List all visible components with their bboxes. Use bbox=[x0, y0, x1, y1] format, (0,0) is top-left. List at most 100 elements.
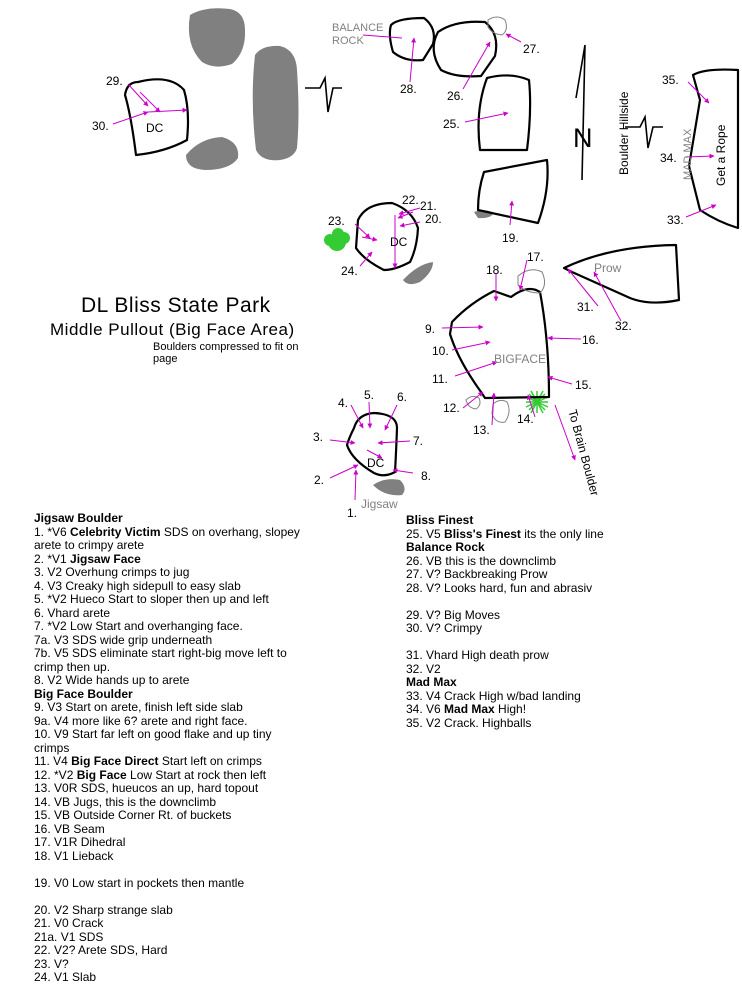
list-item: 24. V1 Slab bbox=[34, 970, 97, 984]
list-spacer bbox=[406, 595, 604, 609]
boulder-label-hillside: Boulder Hillside bbox=[617, 91, 631, 175]
boulder-balance-rock-right bbox=[432, 20, 498, 78]
route-number-29: 29. bbox=[106, 74, 123, 88]
list-spacer bbox=[34, 890, 300, 904]
list-item: 6. Vhard arete bbox=[34, 605, 111, 620]
north-label: N bbox=[573, 123, 593, 153]
route-number-31: 31. bbox=[577, 300, 594, 314]
route-number-21: 21. bbox=[420, 199, 437, 213]
list-item: 21. V0 Crack bbox=[34, 916, 104, 930]
boulder-header: Big Face Boulder bbox=[34, 686, 133, 701]
boulder-label-balance-rock: BALANCE ROCK bbox=[332, 22, 384, 47]
boulder-dc-left bbox=[123, 78, 190, 157]
route-number-17: 17. bbox=[527, 250, 544, 264]
small-rock-12 bbox=[465, 395, 481, 410]
list-item: 32. V2 bbox=[406, 661, 441, 676]
route-number-34: 34. bbox=[660, 151, 677, 165]
gray-rock bbox=[252, 45, 299, 161]
route-number-14: 14. bbox=[517, 412, 534, 426]
list-item: 21a. V1 SDS bbox=[34, 929, 104, 944]
route-number-18: 18. bbox=[486, 263, 503, 277]
break-line-icon bbox=[305, 75, 342, 113]
list-item: 15. VB Outside Corner Rt. of buckets bbox=[34, 808, 232, 822]
list-item: 13. V0R SDS, hueucos an up, hard topout bbox=[34, 781, 259, 795]
small-rock-27 bbox=[487, 16, 507, 36]
list-item: 28. V? Looks hard, fun and abrasiv bbox=[406, 580, 593, 595]
callout-lines bbox=[362, 34, 403, 39]
route-number-16: 16. bbox=[582, 333, 599, 347]
route-number-35: 35. bbox=[662, 73, 679, 87]
list-item: 11. V4 Big Face Direct Start left on cri… bbox=[34, 754, 262, 768]
list-item: 9. V3 Start on arete, finish left side s… bbox=[34, 700, 243, 714]
boulder-header: Jigsaw Boulder bbox=[34, 511, 123, 525]
list-item: 10. V9 Start far left on good flake and … bbox=[34, 727, 272, 741]
route-number-19: 19. bbox=[502, 231, 519, 245]
list-item: 35. V2 Crack. Highballs bbox=[406, 715, 532, 730]
route-number-28: 28. bbox=[400, 82, 417, 96]
list-item: 16. VB Seam bbox=[34, 821, 105, 836]
route-number-22: 22. bbox=[402, 193, 419, 207]
starburst-bush-icon bbox=[525, 390, 549, 414]
gray-rock bbox=[373, 479, 405, 496]
route-number-1: 1. bbox=[347, 506, 358, 520]
route-number-4: 4. bbox=[338, 396, 349, 410]
boulder-label-jigsaw: Jigsaw bbox=[361, 497, 398, 511]
route-number-6: 6. bbox=[397, 390, 408, 404]
list-item: 23. V? bbox=[34, 956, 69, 971]
list-item: 8. V2 Wide hands up to arete bbox=[34, 673, 190, 687]
route-number-12: 12. bbox=[443, 401, 460, 415]
list-item: 7a. V3 SDS wide grip underneath bbox=[34, 632, 213, 647]
route-number-10: 10. bbox=[432, 344, 449, 358]
boulder-label-mad-max: MAD MAX bbox=[682, 128, 694, 180]
list-item: crimp then up. bbox=[34, 659, 111, 674]
list-item: 20. V2 Sharp strange slab bbox=[34, 902, 173, 917]
small-rock-17 bbox=[517, 269, 546, 294]
list-spacer bbox=[34, 863, 300, 877]
list-item: 14. VB Jugs, this is the downclimb bbox=[34, 794, 217, 809]
boulder-label-bigface: BIGFACE bbox=[494, 352, 547, 366]
boulder-label-dc: DC bbox=[146, 121, 164, 135]
boulder-header: Mad Max bbox=[406, 675, 457, 689]
small-rock-13 bbox=[491, 399, 510, 423]
map-subtitle: Middle Pullout (Big Face Area) bbox=[50, 320, 295, 339]
list-item: 19. V0 Low start in pockets then mantle bbox=[34, 875, 245, 890]
list-item: 26. VB this is the downclimb bbox=[406, 553, 557, 568]
route-number-20: 20. bbox=[425, 212, 442, 226]
route-number-32: 32. bbox=[615, 319, 632, 333]
boulder-header: Balance Rock bbox=[406, 540, 485, 554]
gray-rock bbox=[186, 137, 239, 170]
list-item: 34. V6 Mad Max High! bbox=[406, 702, 527, 716]
route-number-3: 3. bbox=[313, 430, 324, 444]
route-number-24: 24. bbox=[341, 264, 358, 278]
bush-icon bbox=[324, 228, 350, 251]
route-number-5: 5. bbox=[364, 388, 375, 402]
list-item: 25. V5 Bliss's Finest its the only line bbox=[406, 526, 604, 541]
boulder-label-prow: Prow bbox=[594, 261, 622, 275]
route-arrows bbox=[112, 33, 717, 500]
map-note: Boulders compressed to fit on page bbox=[153, 341, 299, 365]
list-item: crimps bbox=[34, 740, 70, 755]
boulder-balance-rock-left bbox=[388, 16, 436, 62]
boulder-label-dc: DC bbox=[390, 235, 408, 249]
boulder-header: Bliss Finest bbox=[406, 513, 474, 527]
list-item: 27. V? Backbreaking Prow bbox=[406, 567, 548, 581]
list-item: 29. V? Big Moves bbox=[406, 607, 501, 622]
boulder-25 bbox=[477, 74, 532, 152]
boulder-mad-max bbox=[687, 68, 740, 230]
list-item: 1. *V6 Celebrity Victim SDS on overhang,… bbox=[34, 524, 300, 539]
route-number-8: 8. bbox=[421, 469, 432, 483]
gray-rocks bbox=[186, 8, 494, 496]
gray-rock bbox=[188, 8, 246, 67]
get-a-rope-label: Get a Rope bbox=[714, 124, 728, 186]
list-spacer bbox=[406, 636, 604, 650]
list-item: arete to crimpy arete bbox=[34, 538, 145, 552]
list-item: 33. V4 Crack High w/bad landing bbox=[406, 688, 581, 703]
gray-rock bbox=[403, 262, 433, 285]
list-item: 30. V? Crimpy bbox=[406, 621, 483, 635]
list-item: 12. *V2 Big Face Low Start at rock then … bbox=[34, 767, 267, 782]
route-number-11: 11. bbox=[432, 372, 448, 386]
route-number-7: 7. bbox=[413, 434, 424, 448]
route-number-30: 30. bbox=[92, 119, 109, 133]
